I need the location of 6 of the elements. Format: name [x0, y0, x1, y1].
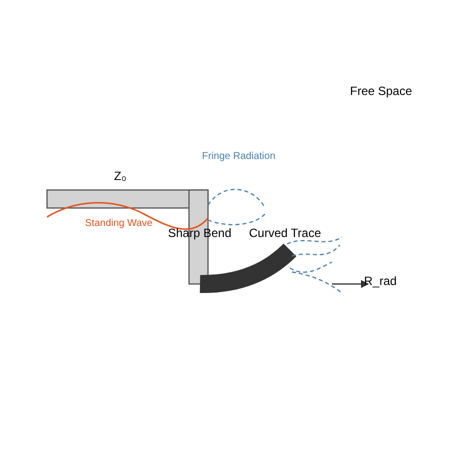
- trace-label: Curved Trace: [249, 227, 322, 239]
- resistance-label: R_rad: [364, 275, 397, 287]
- wave-label: Standing Wave: [85, 219, 152, 229]
- region-label: Free Space: [350, 85, 412, 97]
- radiation-label: Fringe Radiation: [202, 152, 276, 162]
- impedance-label: Z₀: [114, 170, 126, 182]
